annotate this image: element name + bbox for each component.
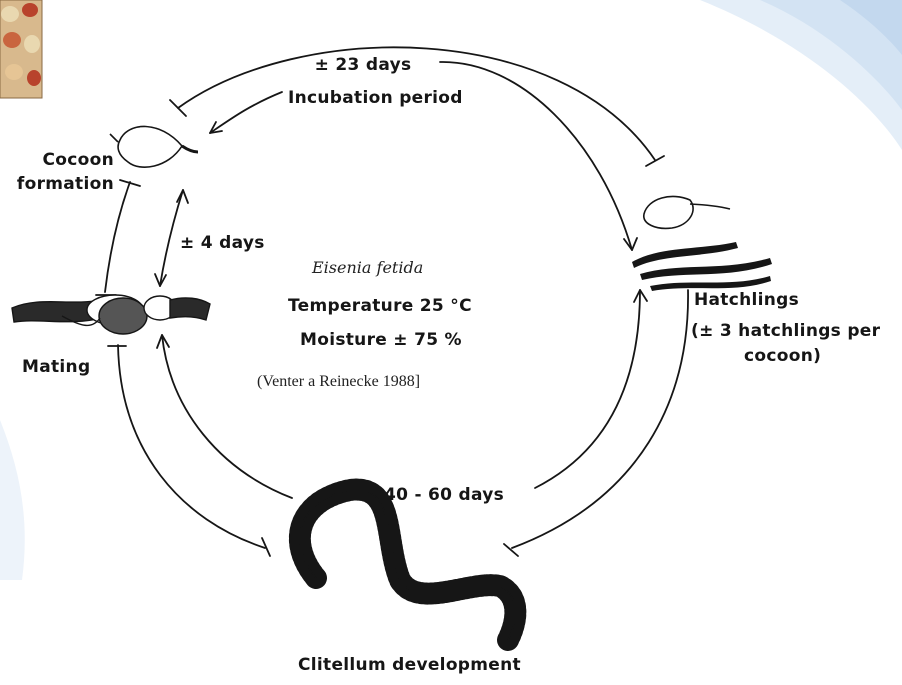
mating-worms-icon <box>12 295 210 334</box>
right-outer-arc <box>512 290 688 548</box>
hatchlings-note-line-1: (± 3 hatchlings per <box>691 321 880 341</box>
left-inner-arc <box>162 335 292 498</box>
moisture-label: Moisture ± 75 % <box>300 330 462 350</box>
right-inner-arc <box>535 290 640 488</box>
cocoon-icon <box>110 126 198 167</box>
hatchlings-note-line-2: cocoon) <box>744 346 821 366</box>
arc-stop-tick <box>120 180 140 186</box>
mating-label: Mating <box>22 357 90 377</box>
arc-stop-tick <box>170 100 186 116</box>
mating-to-cocoon-line <box>105 182 130 292</box>
cocoon-label-line-2: formation <box>10 174 114 194</box>
citation: (Venter a Reinecke 1988] <box>257 373 420 391</box>
hatching-cocoon-icon <box>644 196 730 228</box>
hatchling-worms-icon <box>632 242 772 291</box>
incubation-pointer-arrow <box>210 92 282 133</box>
arc-stop-tick <box>646 156 664 166</box>
incubation-days-label: ± 23 days <box>288 55 438 75</box>
species-name: Eisenia fetida <box>312 258 423 277</box>
incubation-period-label: Incubation period <box>288 88 463 108</box>
hatchling-pointer-arrow <box>440 62 632 250</box>
clitellum-worm-icon <box>300 490 515 640</box>
temperature-label: Temperature 25 °C <box>288 296 472 316</box>
hatchlings-label: Hatchlings <box>694 290 799 310</box>
left-outer-arc <box>118 345 265 548</box>
clitellum-label: Clitellum development <box>298 655 521 675</box>
cocoon-label-line-1: Cocoon <box>10 150 114 170</box>
cocoon-to-mating-duration: ± 4 days <box>180 233 265 253</box>
clitellum-duration: 40 - 60 days <box>384 485 504 505</box>
